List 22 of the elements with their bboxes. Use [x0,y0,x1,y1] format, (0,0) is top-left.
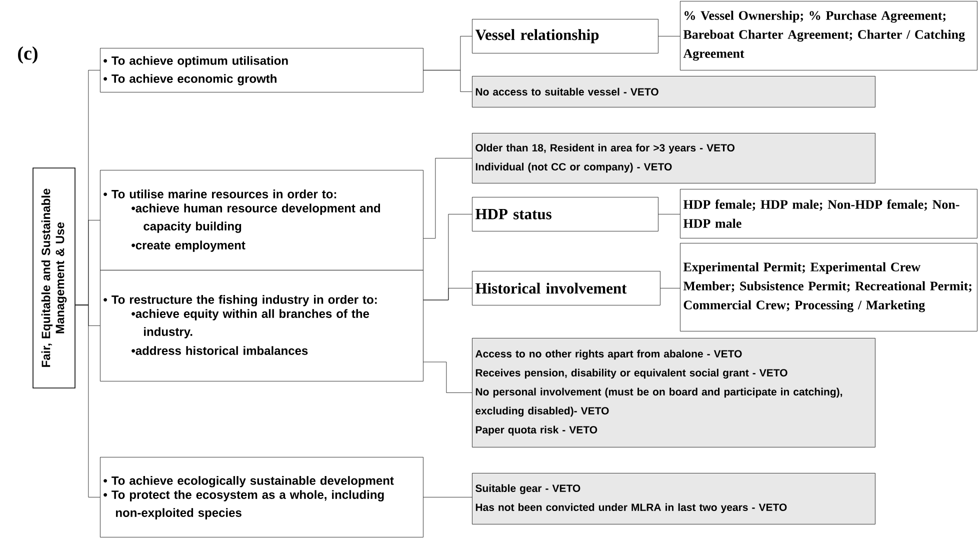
objective-box: • To achieve ecologically sustainable development • To protect the ecosystem as a whole, including non-exploited species [100,457,424,538]
connector-line [423,70,472,92]
connector-line [423,362,472,393]
objective-box: • To achieve optimum utilisation • To achieve economic growth [100,48,424,92]
objective-box: • To utilise marine resources in order to: •achieve human resource development and capacity building •create employment [100,170,424,270]
veto-box: Access to no other rights apart from abalone - VETO Receives pension, disability or equivalent social grant - VETO No personal involvement (must be on board and participate in catching), excluding disabled)- VETO Paper quota risk - VETO [472,338,876,448]
connector-line [75,304,100,498]
criterion-box: Vessel relationship [472,19,658,54]
options-box: HDP female; HDP male; Non-HDP female; Non-HDP male [680,189,978,238]
objective-box: • To restructure the fishing industry in order to: •achieve equity within all branches of the industry. •address historical imbalances [100,270,424,382]
veto-box: No access to suitable vessel - VETO [472,76,876,108]
options-box: Experimental Permit; Experimental Crew Member; Subsistence Permit; Recreational Permit; Commercial Crew; Processing / Marketing [680,243,978,332]
veto-box: Older than 18, Resident in area for >3 years - VETO Individual (not CC or company) - VETO [472,133,876,184]
veto-box: Suitable gear - VETO Has not been convicted under MLRA in last two years - VETO [472,473,876,524]
options-box: % Vessel Ownership; % Purchase Agreement; Bareboat Charter Agreement; Charter / Catching Agreement [680,1,978,70]
root-box: Fair, Equitable and Sustainable Management & Use [32,168,76,388]
connector-line [423,158,472,239]
criterion-box: HDP status [472,197,658,232]
connector-line [423,497,472,498]
connector-line [423,288,472,300]
criterion-box: Historical involvement [472,271,660,306]
panel-label: (c) [18,46,38,64]
